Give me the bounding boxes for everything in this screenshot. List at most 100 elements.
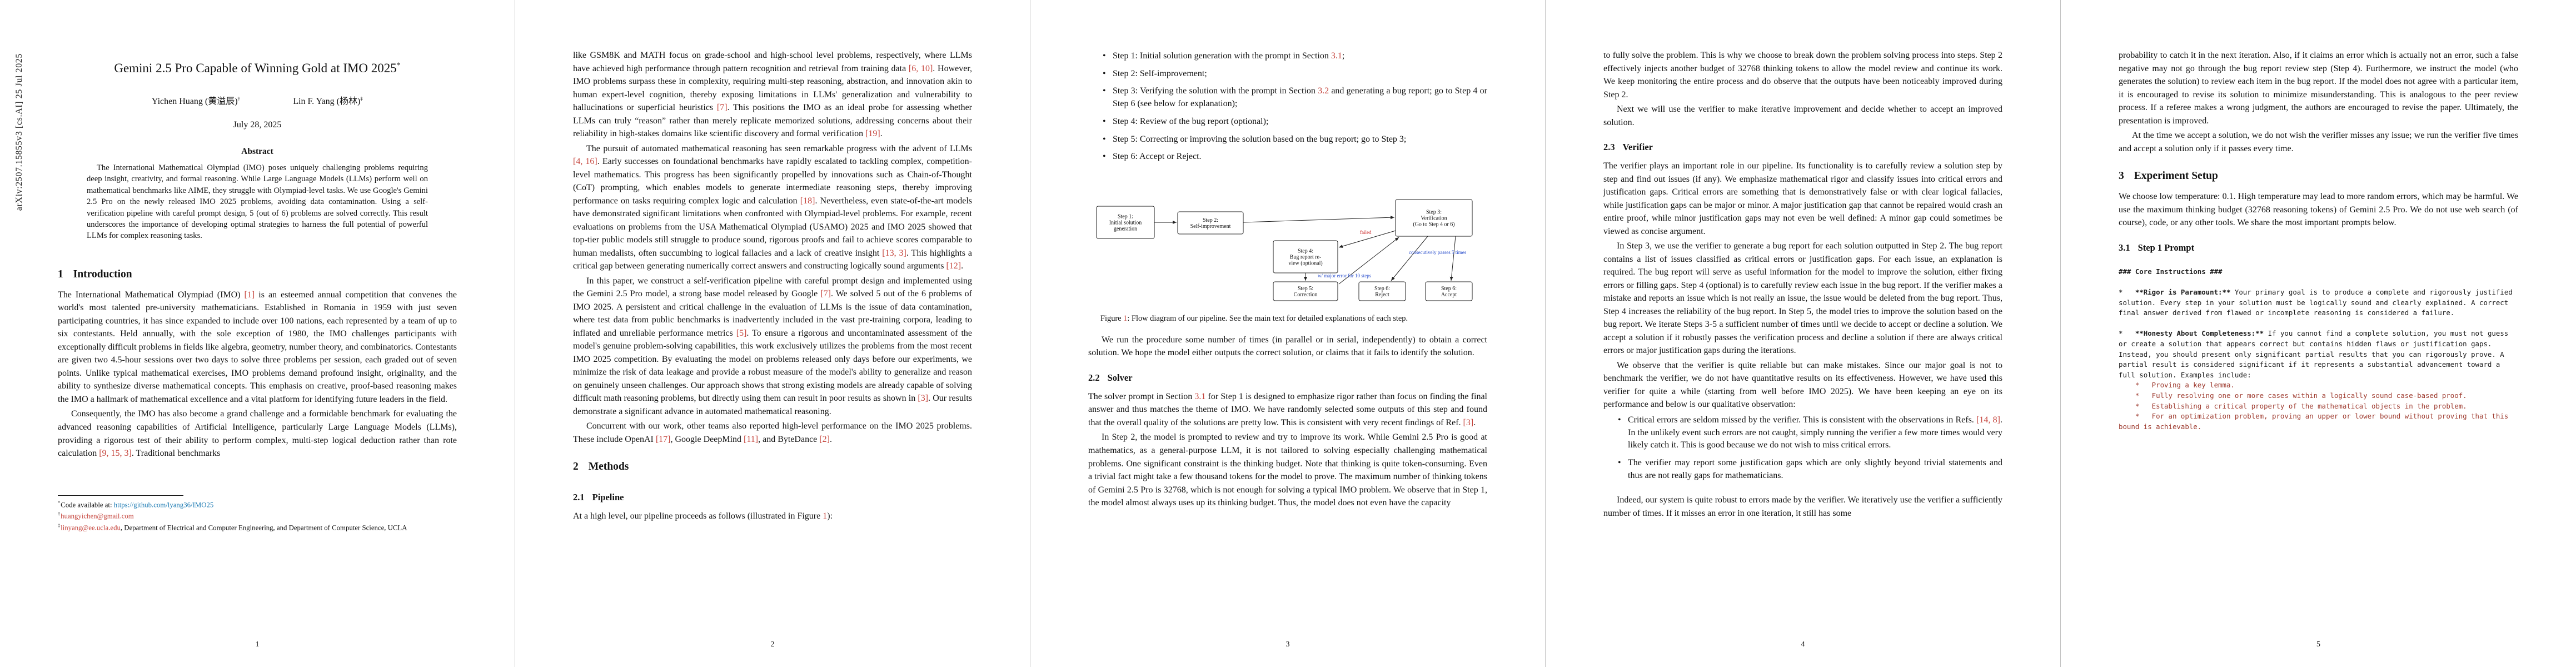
email-link[interactable]: huangyichen@gmail.com xyxy=(61,512,134,520)
paper-page-1: arXiv:2507.15855v3 [cs.AI] 25 Jul 2025 Ge… xyxy=(0,0,515,667)
section-title: Pipeline xyxy=(592,492,624,503)
flow-box-s3 xyxy=(1395,199,1473,237)
flow-box-s2 xyxy=(1177,211,1244,235)
author-footnote-marker: † xyxy=(237,96,241,102)
flow-arrow xyxy=(1449,236,1456,281)
code-line xyxy=(2119,318,2518,329)
footnote-rule xyxy=(58,495,183,496)
paragraph: In Step 2, the model is prompted to revi… xyxy=(1088,432,1487,508)
cross-reference-link[interactable]: [17] xyxy=(655,434,671,444)
bullet-item: Step 3: Verifying the solution with the … xyxy=(1103,85,1487,110)
paragraph: like GSM8K and MATH focus on grade-schoo… xyxy=(573,51,973,139)
arxiv-identifier-stamp: arXiv:2507.15855v3 [cs.AI] 25 Jul 2025 xyxy=(14,53,24,211)
email-link[interactable]: linyang@ee.ucla.edu xyxy=(61,524,121,532)
flow-arrow xyxy=(1243,216,1395,223)
cross-reference-link[interactable]: 3.2 xyxy=(1318,86,1329,96)
cross-reference-link[interactable]: 3.1 xyxy=(1331,51,1342,61)
section-number: 2.2 xyxy=(1088,372,1100,383)
cross-reference-link[interactable]: [3] xyxy=(1463,417,1474,427)
cross-reference-link[interactable]: [2] xyxy=(819,434,830,444)
section-number: 2.1 xyxy=(573,492,585,503)
paragraph: Consequently, the IMO has also become a … xyxy=(58,409,457,459)
section-number: 2.3 xyxy=(1603,142,1615,153)
paper-page-5: probability to catch it in the next iter… xyxy=(2061,0,2576,667)
flow-edge-label-accept: consecutively passes 5 times xyxy=(1409,250,1467,255)
cross-reference-link[interactable]: [14, 8] xyxy=(1976,415,2001,425)
paragraph: Concurrent with our work, other teams al… xyxy=(573,421,972,444)
paper-page-2: like GSM8K and MATH focus on grade-schoo… xyxy=(515,0,1030,667)
footnote-marker: * xyxy=(58,500,61,505)
flow-box-s1 xyxy=(1096,206,1155,239)
cross-reference-link[interactable]: [13, 3] xyxy=(882,248,906,258)
paragraph: We run the procedure some number of time… xyxy=(1088,335,1487,358)
flow-edge-label-loop: w/ major error for 10 steps xyxy=(1318,273,1372,278)
cross-reference-link[interactable]: [7] xyxy=(716,103,728,113)
cross-reference-link[interactable]: [11] xyxy=(744,434,759,444)
cross-reference-link[interactable]: [9, 15, 3] xyxy=(99,449,132,459)
cross-reference-link[interactable]: [5] xyxy=(736,328,747,338)
cross-reference-link[interactable]: [6, 10] xyxy=(908,63,933,73)
section-number: 2 xyxy=(573,461,579,473)
bullet-item: Step 4: Review of the bug report (option… xyxy=(1103,116,1487,128)
flow-box-s6r xyxy=(1358,281,1406,301)
cross-reference-link[interactable]: 1 xyxy=(823,511,828,521)
code-highlight-text: * Proving a key lemma. xyxy=(2119,381,2235,390)
code-line: * Establishing a critical property of th… xyxy=(2119,401,2518,412)
paragraph: At the time we accept a solution, we do … xyxy=(2119,131,2518,153)
flow-edge-label-fail: failed xyxy=(1360,230,1372,235)
code-line: * **Rigor is Paramount:** Your primary g… xyxy=(2119,287,2517,317)
footnote-marker: ‡ xyxy=(58,523,61,529)
cross-reference-link[interactable]: [3] xyxy=(918,394,929,404)
page-content: like GSM8K and MATH focus on grade-schoo… xyxy=(573,49,972,640)
paragraph: Indeed, our system is quite robust to er… xyxy=(1603,495,2002,518)
cross-reference-link[interactable]: [4, 16] xyxy=(573,157,597,167)
section-title: Experiment Setup xyxy=(2134,170,2218,182)
author-name: Yichen Huang (黄溢辰)† xyxy=(151,96,241,106)
flow-box-label: Step 6:Accept xyxy=(1441,286,1457,298)
footnote: †huangyichen@gmail.com xyxy=(58,511,457,521)
cross-reference-link[interactable]: [19] xyxy=(865,129,880,139)
section-title: Introduction xyxy=(73,268,132,280)
figure-caption: Figure 1: Flow diagram of our pipeline. … xyxy=(1100,314,1408,323)
code-line: * Proving a key lemma. xyxy=(2119,380,2518,391)
cross-reference-link[interactable]: [1] xyxy=(244,290,255,300)
abstract-text: The International Mathematical Olympiad … xyxy=(87,163,428,241)
footnote-marker: † xyxy=(58,511,61,517)
cross-reference-link[interactable]: [7] xyxy=(820,289,831,299)
prompt-code-block: ### Core Instructions ### * **Rigor is P… xyxy=(2119,267,2518,432)
bullet-item: Critical errors are seldom missed by the… xyxy=(1618,414,2002,452)
paragraph: In Step 3, we use the verifier to genera… xyxy=(1603,241,2002,356)
cross-reference-link[interactable]: 1 xyxy=(1123,314,1128,323)
code-line: ### Core Instructions ### xyxy=(2119,267,2518,277)
bullet-list: Critical errors are seldom missed by the… xyxy=(1603,414,2002,487)
code-line xyxy=(2119,277,2518,287)
flow-box-label: Step 2:Self-improvement xyxy=(1190,217,1231,230)
url-link[interactable]: https://github.com/lyang36/IMO25 xyxy=(113,500,214,509)
paragraph: We observe that the verifier is quite re… xyxy=(1603,360,2002,410)
cross-reference-link[interactable]: [12] xyxy=(946,261,961,271)
author-footnote-marker: ‡ xyxy=(360,96,363,102)
footnote: ‡linyang@ee.ucla.edu, Department of Elec… xyxy=(58,523,407,532)
paper-title: Gemini 2.5 Pro Capable of Winning Gold a… xyxy=(114,61,401,75)
paper-date: July 28, 2025 xyxy=(233,120,282,130)
flow-box-label: Step 4:Bug report re-view (optional) xyxy=(1288,248,1322,267)
page-number: 1 xyxy=(255,640,260,649)
flow-box-label: Step 6:Reject xyxy=(1374,286,1390,298)
paragraph: probability to catch it in the next iter… xyxy=(2119,51,2518,126)
paper-page-3: Step 1: Initial solution generation with… xyxy=(1030,0,1546,667)
bullet-item: Step 1: Initial solution generation with… xyxy=(1103,50,1487,63)
page-number: 3 xyxy=(1285,640,1290,649)
paper-page-4: to fully solve the problem. This is why … xyxy=(1546,0,2061,667)
paragraph: The verifier plays an important role in … xyxy=(1603,161,2002,236)
bullet-item: Step 6: Accept or Reject. xyxy=(1103,151,1487,163)
cross-reference-link[interactable]: 3.1 xyxy=(1194,391,1206,401)
paragraph: We choose low temperature: 0.1. High tem… xyxy=(2119,192,2518,228)
cross-reference-link[interactable]: [18] xyxy=(800,196,815,206)
section-number: 1 xyxy=(58,268,63,280)
